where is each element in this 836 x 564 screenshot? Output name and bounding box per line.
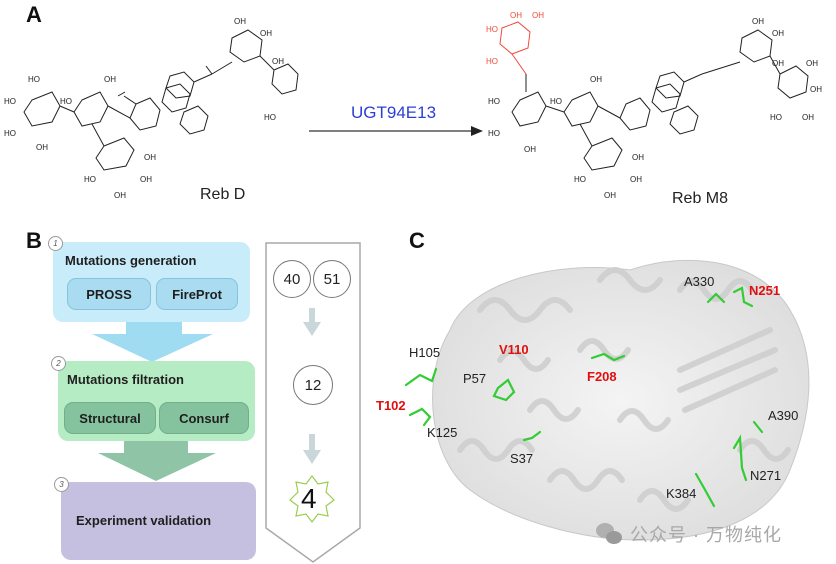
oh-label: OH bbox=[772, 59, 784, 68]
enzyme-label: UGT94E13 bbox=[351, 103, 437, 122]
flow-arrow-2 bbox=[98, 441, 216, 481]
residue-stick-n271 bbox=[732, 434, 748, 482]
watermark-text: 公众号 · 万物纯化 bbox=[630, 525, 782, 545]
residue-label-p57: P57 bbox=[463, 371, 487, 386]
oh-label: HO bbox=[574, 175, 586, 184]
tool-consurf: Consurf bbox=[159, 402, 249, 434]
oh-label: OH bbox=[510, 11, 522, 20]
tool-fireprot: FireProt bbox=[156, 278, 238, 310]
funnel-arrow-head bbox=[303, 450, 321, 464]
oh-label: HO bbox=[488, 97, 500, 106]
count-pross: 40 bbox=[273, 260, 311, 298]
flow-arrow-1 bbox=[92, 322, 213, 362]
residue-label-f208: F208 bbox=[587, 369, 617, 384]
oh-label: OH bbox=[234, 17, 246, 26]
oh-label: HO bbox=[84, 175, 96, 184]
tool-structural: Structural bbox=[64, 402, 156, 434]
oh-label: OH bbox=[114, 191, 126, 200]
count-fireprot: 51 bbox=[313, 260, 351, 298]
step-mutations-filtration: Mutations filtration Structural Consurf bbox=[58, 361, 255, 441]
tool-pross: PROSS bbox=[67, 278, 151, 310]
oh-label: OH bbox=[532, 11, 544, 20]
funnel-arrow-head bbox=[303, 322, 321, 336]
wechat-icon bbox=[596, 523, 626, 547]
oh-label: OH bbox=[144, 153, 156, 162]
oh-label: OH bbox=[36, 143, 48, 152]
oh-label: HO bbox=[4, 129, 16, 138]
reb-m8-structure: HO HO OH OH HO HO OH HO OH OH HO OH OH O… bbox=[486, 11, 822, 200]
oh-label: OH bbox=[104, 75, 116, 84]
protein-ribbon-body bbox=[432, 259, 810, 541]
step-2-title: Mutations filtration bbox=[67, 372, 184, 387]
oh-label: OH bbox=[272, 57, 284, 66]
oh-label: OH bbox=[772, 29, 784, 38]
residue-stick-a390 bbox=[752, 420, 764, 434]
panel-a-letter: A bbox=[26, 2, 42, 27]
oh-label: HO bbox=[770, 113, 782, 122]
count-final: 4 bbox=[301, 483, 317, 514]
substrate-label: Reb D bbox=[200, 186, 246, 203]
product-label: Reb M8 bbox=[672, 190, 729, 207]
funnel-arrow-shaft bbox=[309, 308, 315, 324]
oh-label: OH bbox=[810, 85, 822, 94]
oh-label: OH bbox=[802, 113, 814, 122]
residue-label-a330: A330 bbox=[684, 274, 715, 289]
oh-label: OH bbox=[524, 145, 536, 154]
oh-label: HO bbox=[488, 129, 500, 138]
funnel-arrow-shaft bbox=[309, 434, 315, 452]
reb-d-structure: HO HO HO OH OH HO OH HO OH OH OH OH OH H… bbox=[4, 17, 299, 200]
oh-label: OH bbox=[260, 29, 272, 38]
step-2-number: 2 bbox=[51, 356, 66, 371]
residue-label-h105: H105 bbox=[409, 345, 441, 360]
step-3-title: Experiment validation bbox=[76, 513, 212, 528]
residue-label-a390: A390 bbox=[768, 408, 799, 423]
step-3-number: 3 bbox=[54, 477, 69, 492]
residue-stick-f208 bbox=[590, 352, 626, 362]
residue-label-s37: S37 bbox=[510, 451, 534, 466]
residue-stick-h105 bbox=[404, 367, 438, 387]
oh-label: HO bbox=[28, 75, 40, 84]
residue-stick-t102 bbox=[408, 407, 432, 427]
oh-label: OH bbox=[140, 175, 152, 184]
residue-stick-n251 bbox=[732, 286, 754, 308]
reaction-arrow bbox=[309, 126, 483, 136]
panel-b-letter: B bbox=[26, 228, 42, 253]
oh-label: OH bbox=[604, 191, 616, 200]
oh-label: HO bbox=[550, 97, 562, 106]
oh-label: OH bbox=[632, 153, 644, 162]
residue-label-t102: T102 bbox=[376, 398, 406, 413]
step-1-number: 1 bbox=[48, 236, 63, 251]
step-1-title: Mutations generation bbox=[65, 253, 197, 268]
oh-label: OH bbox=[806, 59, 818, 68]
residue-stick-s37 bbox=[522, 430, 542, 442]
oh-label: HO bbox=[4, 97, 16, 106]
oh-label: OH bbox=[752, 17, 764, 26]
oh-label: HO bbox=[60, 97, 72, 106]
residue-stick-k384 bbox=[694, 472, 716, 508]
residue-label-n271: N271 bbox=[750, 468, 782, 483]
residue-label-n251: N251 bbox=[749, 283, 781, 298]
protein-structure bbox=[404, 259, 810, 541]
panel-c-letter: C bbox=[409, 228, 425, 253]
oh-label: HO bbox=[486, 25, 498, 34]
oh-label: HO bbox=[486, 57, 498, 66]
count-filtered: 12 bbox=[293, 365, 333, 405]
residue-label-k125: K125 bbox=[427, 425, 458, 440]
final-star-badge bbox=[289, 475, 335, 523]
residue-label-k384: K384 bbox=[666, 486, 697, 501]
residue-stick-a330 bbox=[706, 292, 726, 304]
oh-label: OH bbox=[630, 175, 642, 184]
residue-stick-v110 bbox=[492, 378, 516, 402]
added-glucose bbox=[499, 21, 531, 75]
oh-label: OH bbox=[590, 75, 602, 84]
oh-label: HO bbox=[264, 113, 276, 122]
step-mutations-generation: Mutations generation PROSS FireProt bbox=[53, 242, 250, 322]
residue-label-v110: V110 bbox=[499, 342, 529, 357]
step-experiment-validation: Experiment validation bbox=[61, 482, 256, 560]
